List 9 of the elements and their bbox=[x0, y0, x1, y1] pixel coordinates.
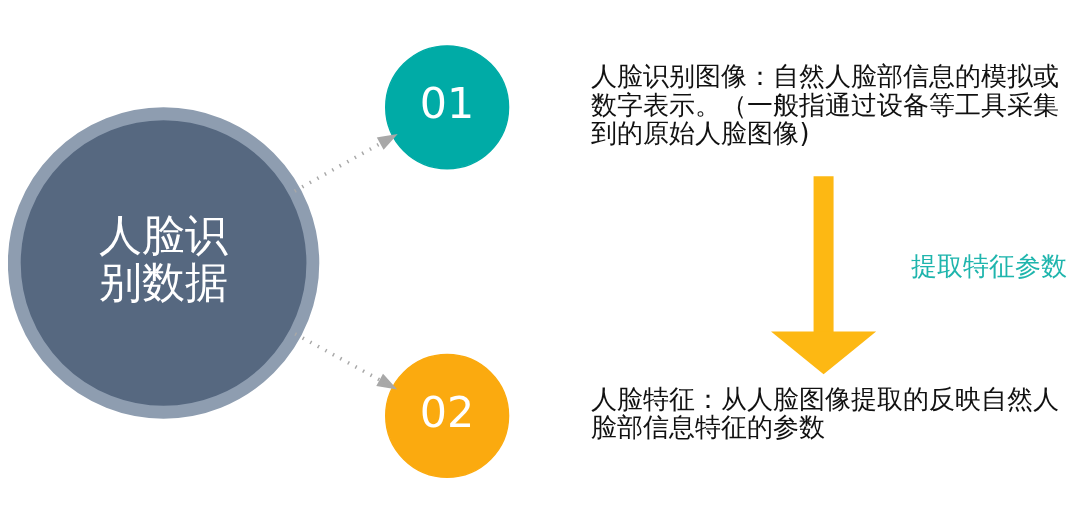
arrow bbox=[294, 331, 398, 389]
node-circle: 人脸识别数据 bbox=[8, 106, 320, 419]
node-text: 人脸特征：从人脸图像提取的反映自然人脸部信息特征的参数 bbox=[591, 383, 1060, 442]
edge-label: 提取特征参数 bbox=[910, 250, 1067, 281]
node-text: 人脸识别图像：自然人脸部信息的模拟或数字表示。（一般指通过设备等工具采集到的原始人脸图像) bbox=[591, 60, 1060, 148]
node-circle: 02 bbox=[385, 353, 510, 478]
node-circle: 01 bbox=[385, 44, 510, 169]
arrow bbox=[293, 133, 398, 193]
arrow bbox=[771, 175, 877, 374]
